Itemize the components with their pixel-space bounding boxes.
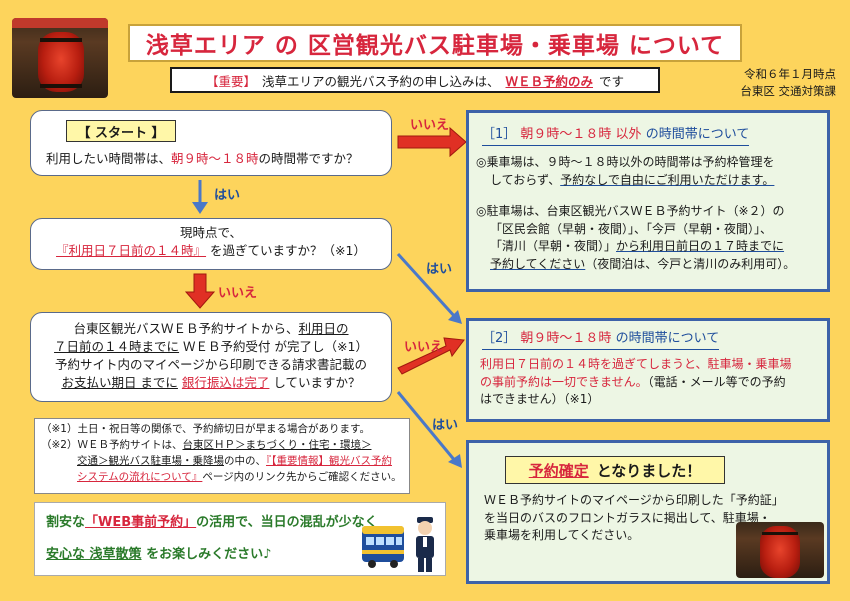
panel2-l3: はできません）（※1） bbox=[480, 392, 600, 406]
q2-deadline: 『利用日７日前の１４時』 bbox=[56, 243, 207, 258]
q3-l4-ul: お支払い期日 までに bbox=[61, 375, 178, 390]
yes-label-1: はい bbox=[214, 188, 241, 203]
notice-text: 浅草エリアの観光バス予約の申し込みは、 bbox=[261, 73, 500, 89]
q2-post: を過ぎていますか？（※1） bbox=[210, 243, 366, 258]
q2-line1: 現時点で、 bbox=[179, 225, 242, 240]
guide-person-icon bbox=[416, 517, 434, 572]
panel1-body: ◎乗車場は、９時〜１８時以外の時間帯は予約枠管理を しておらず、予約なしで自由に… bbox=[476, 154, 795, 273]
confirm-l3: 乗車場を利用してください。 bbox=[484, 528, 640, 542]
banner-l2-ul: 安心な 浅草散策 bbox=[46, 547, 142, 562]
lantern-photo-top bbox=[12, 18, 108, 98]
start-q-post: の時間帯ですか？ bbox=[258, 151, 359, 166]
confirm-post: となりました！ bbox=[596, 461, 702, 480]
start-q-time: 朝９時〜１８時 bbox=[171, 151, 259, 166]
deadline-question-box bbox=[30, 218, 392, 270]
note-4-post: ページ内のリンク先からご確認ください。 bbox=[202, 471, 402, 483]
panel2-l1: 利用日７日前の１４時を過ぎてしまうと、駐車場・乗車場 bbox=[480, 357, 792, 371]
page-title-text: 浅草エリア の 区営観光バス駐車場・乗車場 について bbox=[145, 33, 725, 59]
yes-arrow-3 bbox=[396, 391, 462, 468]
confirm-red: 予約確定 bbox=[528, 461, 589, 480]
notice-emphasis: ＷＥＢ予約のみ bbox=[505, 73, 594, 89]
note-3-red: 『【重要情報】観光バス予約 bbox=[266, 455, 392, 467]
panel1-p1-l2-pre: しておらず、 bbox=[490, 172, 561, 187]
yes-arrow-1 bbox=[192, 180, 208, 214]
note-2-pre: （※2）ＷＥＢ予約サイトは、 bbox=[41, 439, 183, 451]
panel2-body: 利用日７日前の１４時を過ぎてしまうと、駐車場・乗車場 の事前予約は一切できません… bbox=[480, 356, 792, 409]
panel1-heading-red: 朝９時〜１８時 以外 bbox=[520, 127, 642, 142]
panel1-p1-l2-ul: 予約なしで自由にご利用いただけます。 bbox=[560, 172, 775, 187]
page-title: 浅草エリア の 区営観光バス駐車場・乗車場 について bbox=[128, 24, 742, 62]
yes-label-3: はい bbox=[432, 418, 459, 433]
footnotes: （※1）土日・祝日等の関係で、予約締切日が早まる場合があります。 （※2）ＷＥＢ… bbox=[34, 418, 410, 494]
yes-label-2: はい bbox=[426, 262, 453, 277]
q3-l4-red: 銀行振込は完了 bbox=[181, 375, 270, 390]
panel2-heading-red: 朝９時〜１８時 bbox=[520, 331, 612, 346]
panel2-heading-pre: ［2］ bbox=[482, 331, 517, 346]
no-arrow-1 bbox=[397, 126, 467, 158]
note-3-ul: 交通＞観光バス駐車場・乗降場 bbox=[77, 455, 224, 467]
no-arrow-3 bbox=[397, 337, 465, 375]
no-label-2: いいえ bbox=[218, 286, 258, 301]
important-notice: 【重要】 浅草エリアの観光バス予約の申し込みは、 ＷＥＢ予約のみ です bbox=[170, 67, 660, 93]
no-arrow-2 bbox=[184, 273, 216, 309]
q3-l4-post: していますか？ bbox=[273, 375, 361, 390]
banner-l2-post: をお楽しみください♪ bbox=[146, 547, 272, 562]
panel2-l2-post: （電話・メール等での予約 bbox=[647, 374, 786, 389]
note-4-red: システムの流れについて』 bbox=[77, 471, 203, 483]
note-3-mid: の中の、 bbox=[224, 455, 266, 467]
start-q-pre: 利用したい時間帯は、 bbox=[46, 151, 172, 166]
banner-l1-pre: 割安な bbox=[46, 515, 86, 530]
bus-icon bbox=[362, 526, 404, 568]
yes-arrow-2 bbox=[396, 252, 462, 324]
no-label-1: いいえ bbox=[410, 118, 450, 133]
banner-l1-red: 「WEB事前予約」 bbox=[85, 515, 197, 530]
deadline-question: 現時点で、 『利用日７日前の１４時』 を過ぎていますか？（※1） bbox=[30, 224, 392, 260]
lantern-photo-bottom bbox=[736, 522, 824, 578]
payment-question-box bbox=[30, 312, 392, 402]
q3-l1-pre: 台東区観光バスＷＥＢ予約サイトから、 bbox=[73, 321, 299, 336]
panel1-p1-l1: ◎乗車場は、９時〜１８時以外の時間帯は予約枠管理を bbox=[476, 155, 775, 169]
start-question: 利用したい時間帯は、朝９時〜１８時の時間帯ですか？ bbox=[46, 150, 359, 168]
notice-tail: です bbox=[599, 73, 625, 89]
notice-tag: 【重要】 bbox=[205, 73, 256, 89]
note-1: （※1）土日・祝日等の関係で、予約締切日が早まる場合があります。 bbox=[41, 423, 371, 435]
panel2-l2-red: の事前予約は一切できません。 bbox=[480, 374, 648, 389]
panel1-heading-pre: ［1］ bbox=[482, 127, 517, 142]
confirm-l1: ＷＥＢ予約サイトのマイページから印刷した「予約証」 bbox=[484, 493, 784, 507]
banner-line-1: 割安な「WEB事前予約」の活用で、当日の混乱が少なく bbox=[46, 514, 378, 532]
banner-l1-post: の活用で、当日の混乱が少なく bbox=[196, 515, 378, 530]
panel-outside-hours bbox=[466, 110, 830, 292]
panel1-p2-l4-ul: 予約してください bbox=[490, 256, 586, 271]
department-line: 台東区 交通対策課 bbox=[740, 84, 836, 98]
panel2-heading: ［2］ 朝９時〜１８時 の時間帯について bbox=[482, 330, 720, 350]
panel1-heading: ［1］ 朝９時〜１８時 以外 の時間帯について bbox=[482, 126, 750, 146]
q3-l1-ul: 利用日の bbox=[298, 321, 349, 336]
panel1-p2-l2: 「区民会館（早朝・夜間）」、「今戸（早朝・夜間）」、 bbox=[490, 221, 773, 236]
q3-l2-ul: ７日前の１４時までに bbox=[54, 339, 180, 354]
banner-line-2: 安心な 浅草散策 をお楽しみください♪ bbox=[46, 546, 271, 564]
panel1-p2-l4-post: （夜間泊は、今戸と清川のみ利用可）。 bbox=[585, 256, 796, 271]
panel1-p2-l1: ◎駐車場は、台東区観光バスＷＥＢ予約サイト（※２）の bbox=[476, 204, 785, 218]
date-line: 令和６年１月時点 bbox=[744, 67, 836, 81]
panel2-heading-post: の時間帯について bbox=[615, 331, 720, 346]
payment-question: 台東区観光バスＷＥＢ予約サイトから、利用日の ７日前の１４時までに ＷＥＢ予約受… bbox=[30, 320, 392, 392]
note-2-ul: 台東区ＨＰ＞まちづくり・住宅・環境＞ bbox=[182, 439, 372, 451]
panel1-p2-l3-ul: から利用日前日の１７時までに bbox=[616, 239, 785, 253]
panel1-p2-l3-pre: 「清川（早朝・夜間）」 bbox=[490, 239, 617, 253]
confirm-l2: を当日のバスのフロントガラスに掲出して、駐車場・ bbox=[484, 510, 771, 525]
start-label: 【 スタート 】 bbox=[66, 120, 176, 142]
date-department: 令和６年１月時点 台東区 交通対策課 bbox=[740, 66, 836, 100]
confirm-label: 予約確定 となりました！ bbox=[505, 456, 725, 484]
confirm-body: ＷＥＢ予約サイトのマイページから印刷した「予約証」 を当日のバスのフロントガラス… bbox=[484, 492, 784, 545]
q3-l2-post: ＷＥＢ予約受付 が完了し（※1） bbox=[183, 339, 368, 354]
no-label-3: いいえ bbox=[404, 340, 444, 355]
panel-within-hours bbox=[466, 318, 830, 422]
panel1-heading-post: の時間帯について bbox=[645, 127, 750, 142]
q3-l3: 予約サイト内のマイページから印刷できる請求書記載の bbox=[54, 357, 367, 372]
